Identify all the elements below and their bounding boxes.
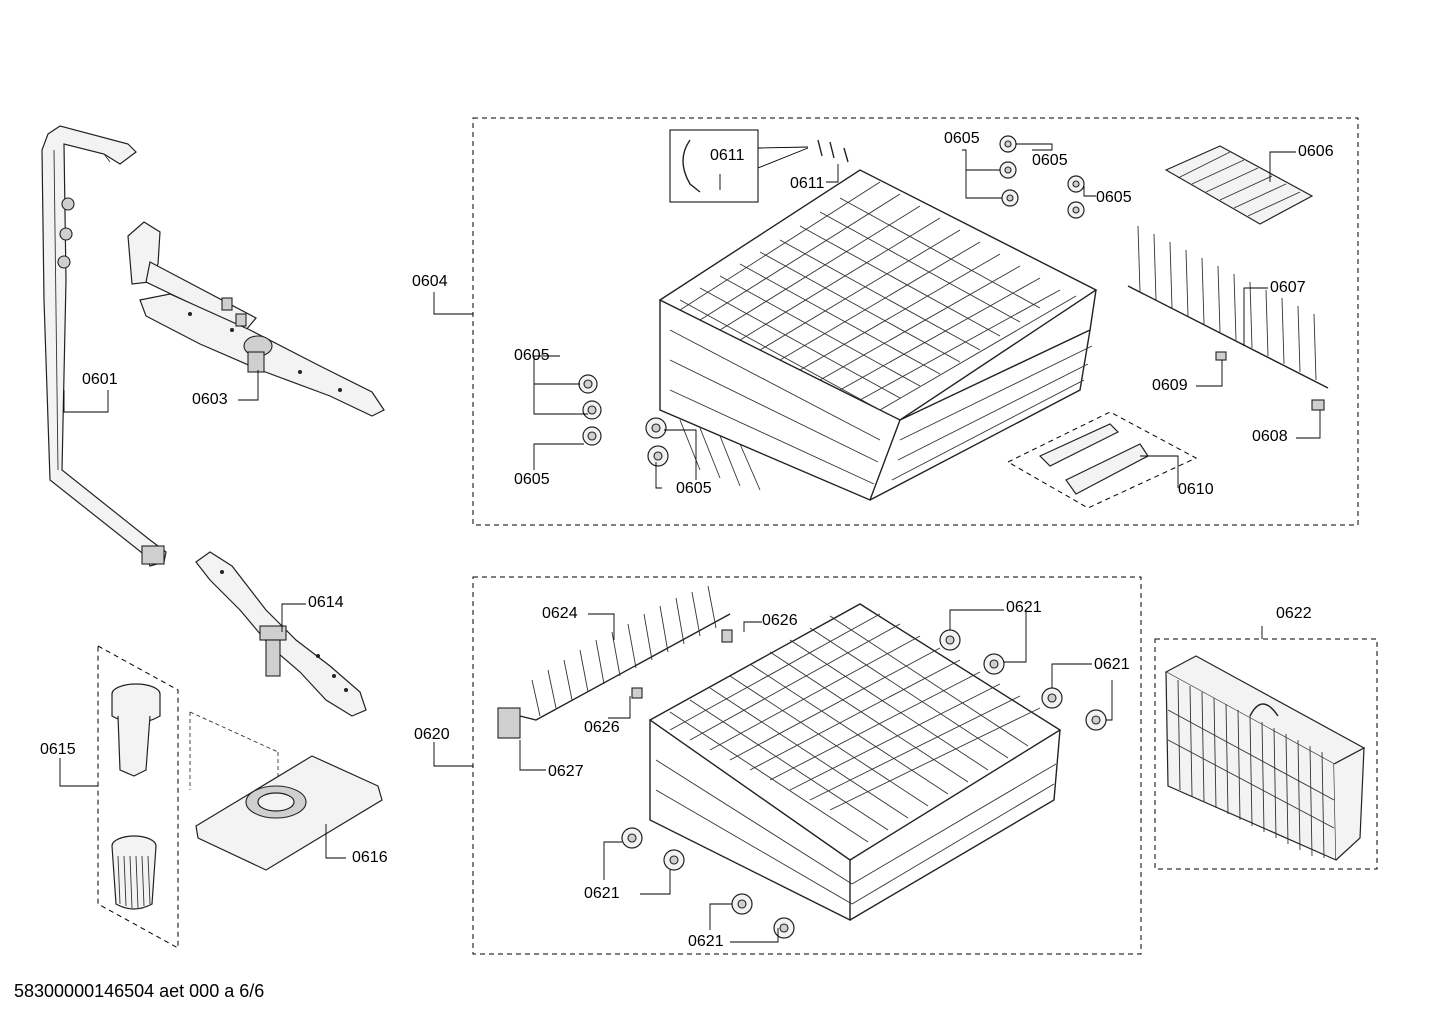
label-0621-a: 0621 <box>1006 599 1042 616</box>
cutlery-basket-drawing <box>1164 655 1366 861</box>
upper-spray-arm-drawing <box>127 221 385 417</box>
rack-handle-drawing <box>1038 423 1149 495</box>
tine-row-drawing <box>1127 225 1329 411</box>
label-0616: 0616 <box>352 849 388 866</box>
clip-detail-box <box>669 129 759 203</box>
label-0608: 0608 <box>1252 428 1288 445</box>
label-0606: 0606 <box>1298 143 1334 160</box>
label-0624: 0624 <box>542 605 578 622</box>
label-0627: 0627 <box>548 763 584 780</box>
supply-pipe-drawing <box>41 125 167 567</box>
label-0620: 0620 <box>414 726 450 743</box>
upper-rack-group-box <box>472 117 1359 526</box>
lower-rack-group-box <box>472 576 1142 955</box>
label-0626-b: 0626 <box>584 719 620 736</box>
clips-drawing <box>682 139 849 193</box>
filter-group-box <box>97 645 179 949</box>
label-0603: 0603 <box>192 391 228 408</box>
label-0605-d: 0605 <box>944 130 980 147</box>
label-0609: 0609 <box>1152 377 1188 394</box>
lower-spray-arm-drawing <box>195 551 367 717</box>
rack-handle-group-box <box>1006 411 1198 509</box>
cutlery-basket-group-box <box>1154 638 1378 870</box>
document-code-footer: 58300000146504 aet 000 a 6/6 <box>14 981 265 1001</box>
lower-rack-drawing <box>648 603 1062 922</box>
label-0626-a: 0626 <box>762 612 798 629</box>
label-0605-f: 0605 <box>1096 189 1132 206</box>
label-0605-e: 0605 <box>1032 152 1068 169</box>
label-0622: 0622 <box>1276 605 1312 622</box>
label-0611-a: 0611 <box>710 147 745 164</box>
label-0604: 0604 <box>412 273 448 290</box>
label-0611-b: 0611 <box>790 175 825 192</box>
leader-lines <box>59 143 1321 943</box>
label-0614: 0614 <box>308 594 344 611</box>
clip-detail-callout <box>757 146 809 169</box>
label-0605-c: 0605 <box>676 480 712 497</box>
label-0621-b: 0621 <box>1094 656 1130 673</box>
upper-rack-rollers-drawing <box>578 135 1085 467</box>
label-0615: 0615 <box>40 741 76 758</box>
cup-shelf-drawing <box>1164 145 1314 225</box>
lower-tine-row-drawing <box>497 585 733 739</box>
label-0610: 0610 <box>1178 481 1214 498</box>
label-0607: 0607 <box>1270 279 1306 296</box>
filter-drawing <box>111 683 383 910</box>
label-0605-b: 0605 <box>514 471 550 488</box>
label-0621-d: 0621 <box>688 933 724 950</box>
label-0601: 0601 <box>82 371 118 388</box>
upper-rack-drawing <box>658 169 1098 501</box>
label-0605-a: 0605 <box>514 347 550 364</box>
label-0621-c: 0621 <box>584 885 620 902</box>
